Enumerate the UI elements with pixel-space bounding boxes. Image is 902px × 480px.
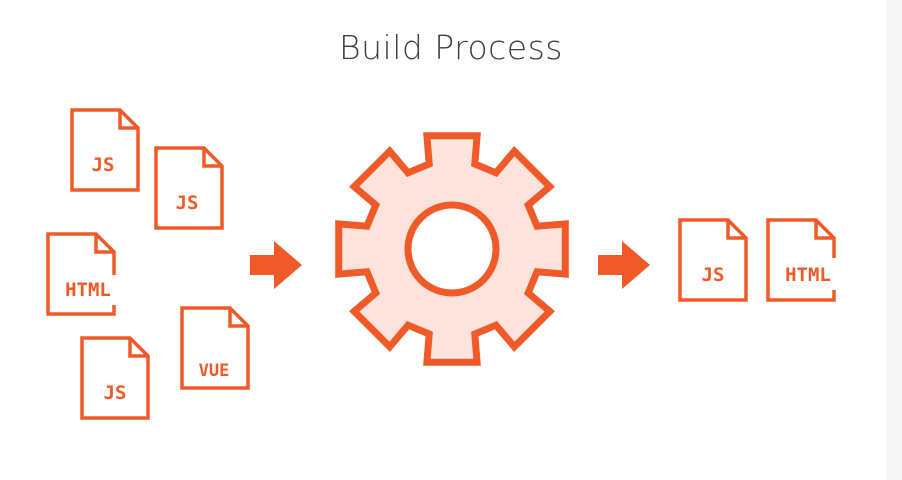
label-backdrop — [58, 275, 130, 305]
input-file-js-2: JS — [154, 146, 224, 230]
file-label: HTML — [65, 279, 111, 301]
file-label: JS — [92, 154, 115, 176]
gear-icon — [335, 132, 569, 366]
file-label: JS — [702, 264, 725, 286]
arrow-right-icon — [250, 241, 302, 289]
input-file-vue: VUE — [180, 306, 250, 390]
label-backdrop — [778, 258, 850, 290]
gear-hole — [404, 201, 500, 297]
input-file-js-1: JS — [70, 108, 140, 192]
file-label: JS — [104, 382, 127, 404]
file-icon — [80, 336, 150, 420]
input-file-js-3: JS — [80, 336, 150, 420]
arrow-right-icon — [598, 241, 650, 289]
file-label: HTML — [785, 264, 831, 286]
file-icon — [678, 218, 748, 302]
right-edge-shade — [886, 0, 902, 480]
file-icon — [154, 146, 224, 230]
file-label: JS — [176, 192, 199, 214]
output-file-js: JS — [678, 218, 748, 302]
file-icon — [70, 108, 140, 192]
output-file-html: HTML — [766, 218, 850, 302]
input-file-html: HTML — [46, 232, 130, 316]
file-label: VUE — [199, 361, 230, 381]
diagram-title: Build Process — [339, 28, 563, 67]
